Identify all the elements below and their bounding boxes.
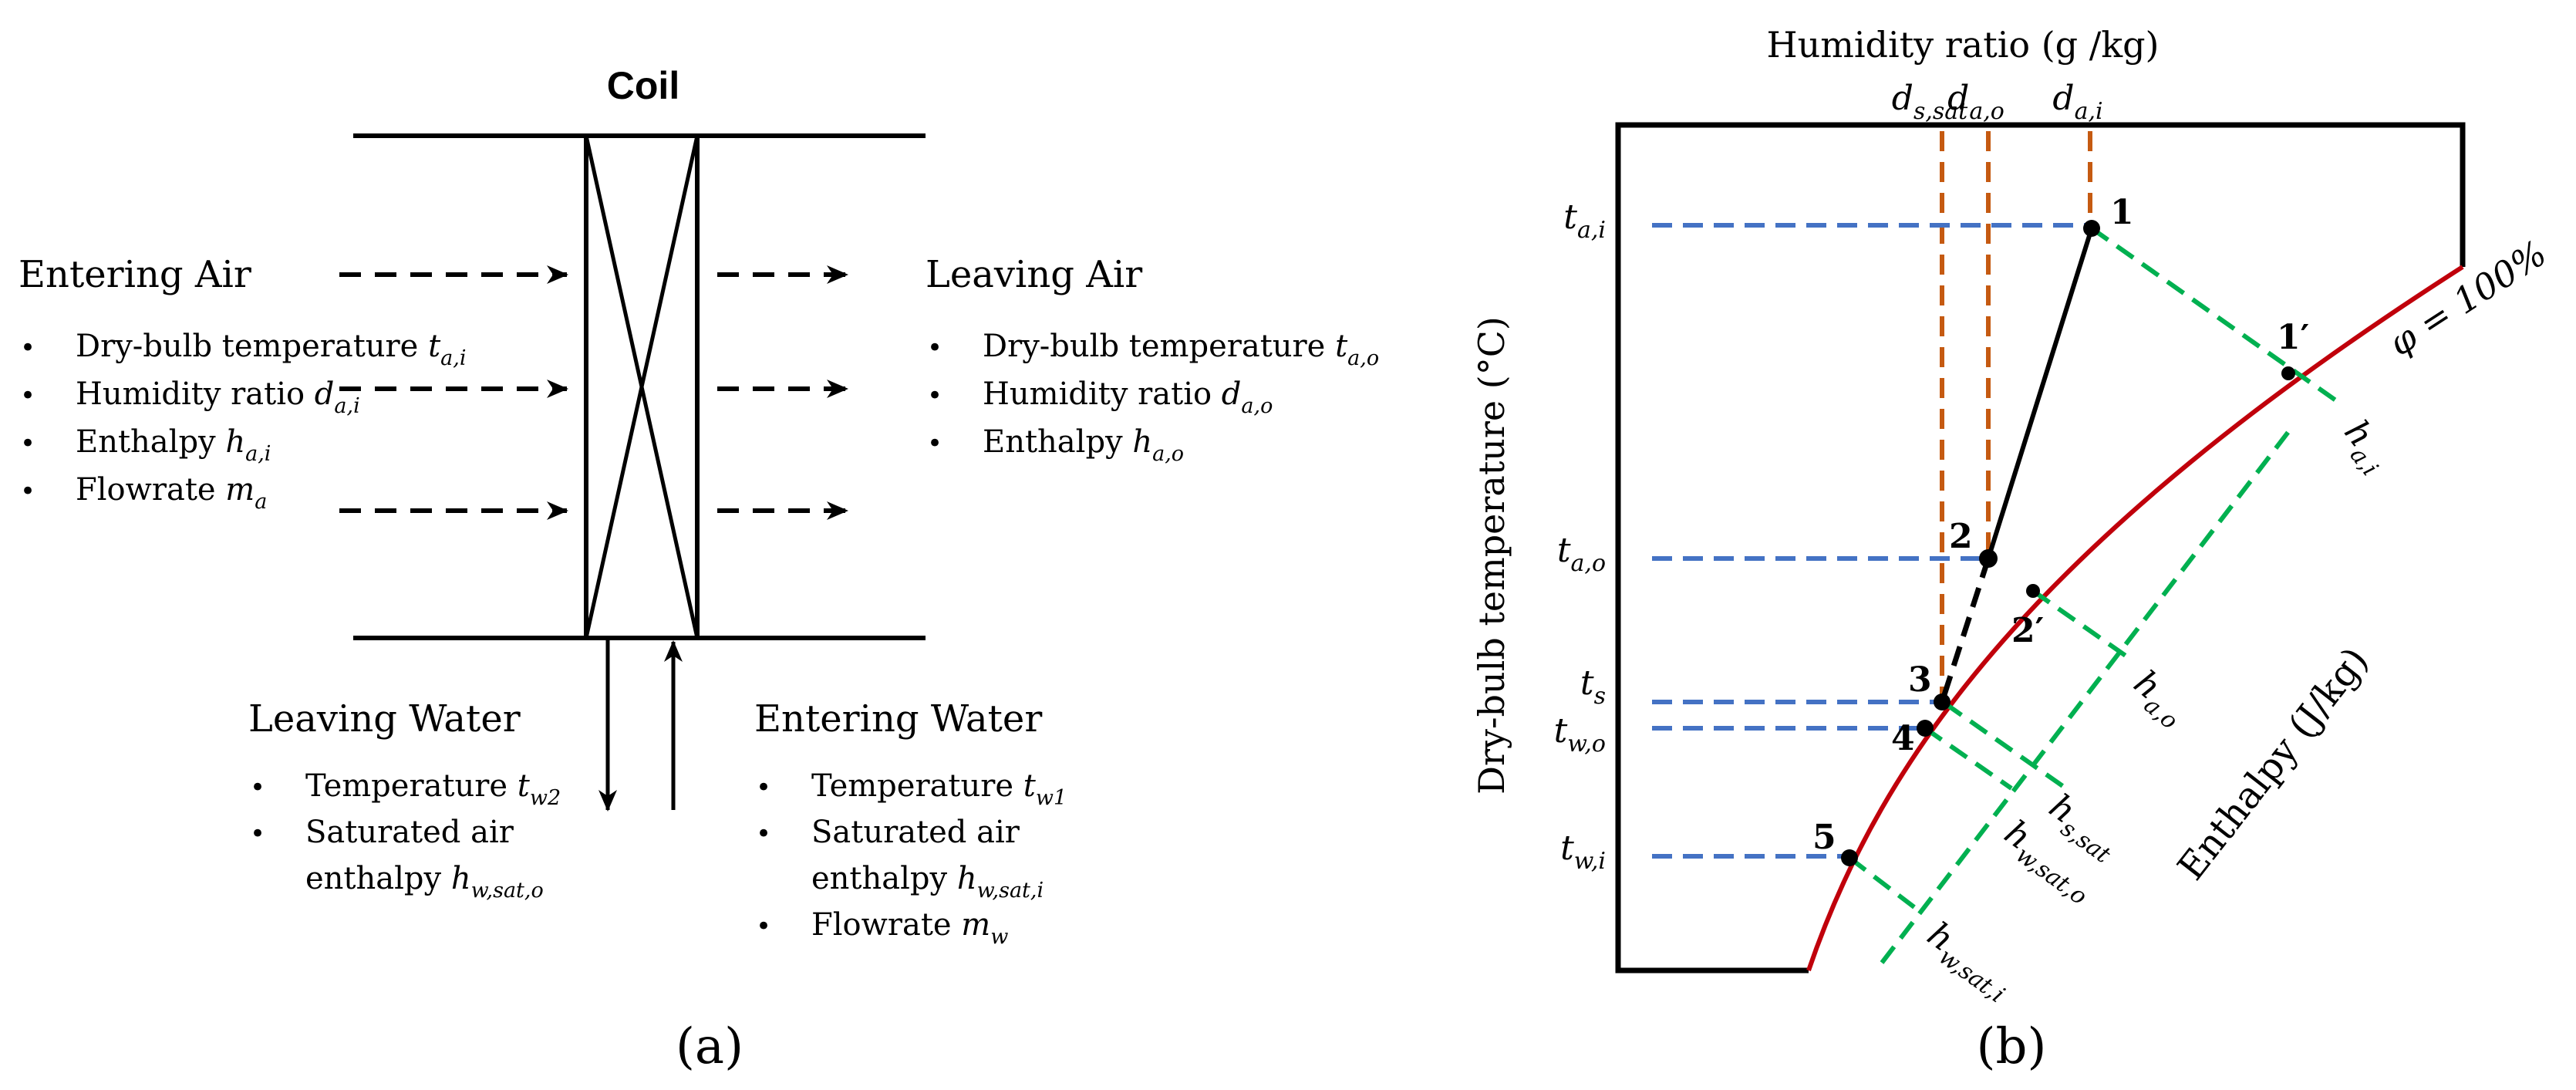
entering-water-item: Flowrate mw [811,907,1008,949]
humidity-tick-a-o: da,o [1947,79,2004,125]
temp-tick-w-i: tw,i [1560,828,1606,875]
enthalpy-line-h-w-sat-o [1924,726,2013,791]
point-1p-marker [2281,366,2295,380]
leaving-water-title: Leaving Water [248,697,521,741]
humidity-tick-s-sat: ds,sat [1892,79,1968,125]
leaving-air-arrows [717,265,848,520]
leaving-water-item: Temperature tw2 [305,768,561,810]
humidity-ratio-lines [1940,131,2092,694]
state-points [1841,220,2295,866]
point-label-2: 2 [1949,517,1973,556]
temp-tick-a-i: ta,i [1563,197,1606,244]
panel-b: 1 1′ 2 2′ 3 4 5 Humidity ratio (g /kg) D… [1471,24,2554,1075]
entering-air-bullet: • [20,332,35,363]
enthalpy-line-h-w-sat-i [1848,855,1916,909]
leaving-water-item: enthalpy hw,sat,o [305,861,544,903]
point-label-1: 1 [2110,193,2134,232]
leaving-water-bullet: • [250,818,265,849]
entering-water-item: enthalpy hw,sat,i [811,861,1044,903]
point-label-5: 5 [1812,818,1836,857]
enthalpy-lines [1848,226,2338,964]
enthalpy-label-a-i: ha,i [2331,413,2399,481]
enthalpy-line-h-a-i [2090,226,2338,403]
entering-air-arrows [339,265,568,520]
point-label-3: 3 [1908,660,1932,700]
leaving-air-title: Leaving Air [926,253,1142,296]
entering-water-bullet: • [756,772,771,803]
enthalpy-line-h-s-sat [1944,701,2065,789]
enthalpy-label-w-sat-i: hw,sat,i [1916,915,2021,1009]
enthalpy-axis-label: Enthalpy (J/kg) [2170,639,2377,889]
point-3-marker [1934,693,1951,710]
point-label-4: 4 [1891,719,1915,758]
process-line-1-2 [1986,228,2094,559]
process-line-2-3 [1939,557,1991,704]
temperature-lines [1652,223,2088,859]
point-5-marker [1841,849,1858,866]
entering-water-item: Saturated air [811,815,1020,850]
point-4-marker [1917,720,1934,737]
leaving-water-item: Saturated air [305,815,514,850]
point-label-2p: 2′ [2011,611,2044,650]
saturation-label: φ = 100% [2381,232,2554,364]
entering-air-item: Flowrate ma [76,472,267,514]
leaving-air-block: Leaving Air • Dry-bulb temperature ta,o • Hu… [926,253,1379,466]
enthalpy-label-s-sat: hs,sat [2038,787,2127,869]
leaving-air-item: Dry-bulb temperature ta,o [983,329,1379,370]
entering-air-item: Dry-bulb temperature ta,i [76,329,466,370]
leaving-air-bullet: • [927,428,942,459]
leaving-air-bullet: • [927,332,942,363]
point-2-marker [1979,549,1998,568]
left-axis-label: Dry-bulb temperature (°C) [1471,316,1512,795]
entering-water-title: Entering Water [754,697,1042,741]
temp-tick-w-o: tw,o [1554,711,1606,758]
entering-water-bullet: • [756,911,771,942]
panel-a-caption: (a) [676,1018,743,1075]
saturation-curve [1806,265,2464,971]
top-axis-label: Humidity ratio (g /kg) [1766,24,2159,66]
enthalpy-label-a-o: ha,o [2122,663,2195,734]
humidity-tick-a-i: da,i [2052,79,2102,125]
entering-air-bullet: • [20,380,35,411]
point-2p-marker [2026,584,2040,598]
entering-water-item: Temperature tw1 [811,768,1067,810]
panel-b-caption: (b) [1977,1018,2047,1075]
entering-air-block: Entering Air • Dry-bulb temperature ta,i • H… [19,253,466,514]
entering-air-bullet: • [20,428,35,459]
chart-frame [1615,122,2466,974]
coil-cross-2 [584,135,700,639]
point-1-marker [2083,220,2100,237]
point-label-1p: 1′ [2277,318,2309,357]
entering-air-bullet: • [20,476,35,507]
leaving-air-item: Enthalpy ha,o [983,424,1184,466]
entering-air-item: Humidity ratio da,i [76,376,360,418]
enthalpy-line-h-a-o [2031,589,2127,658]
enthalpy-axis-line [1880,427,2293,964]
temp-tick-a-o: ta,o [1557,531,1606,577]
leaving-water-block: Leaving Water • Temperature tw2 • Saturated … [248,697,561,903]
entering-water-block: Entering Water • Temperature tw1 • Saturated… [754,697,1067,949]
coil-box [584,133,700,640]
leaving-air-bullet: • [927,380,942,411]
entering-air-title: Entering Air [19,253,251,296]
leaving-water-bullet: • [250,772,265,803]
coil-label: Coil [607,64,679,107]
entering-water-bullet: • [756,818,771,849]
entering-air-item: Enthalpy ha,i [76,424,271,466]
leaving-air-item: Humidity ratio da,o [983,376,1273,418]
panel-a: Coil Entering Air • Dry-bulb temperature t… [19,64,1379,1075]
temp-tick-s: ts [1580,663,1606,710]
